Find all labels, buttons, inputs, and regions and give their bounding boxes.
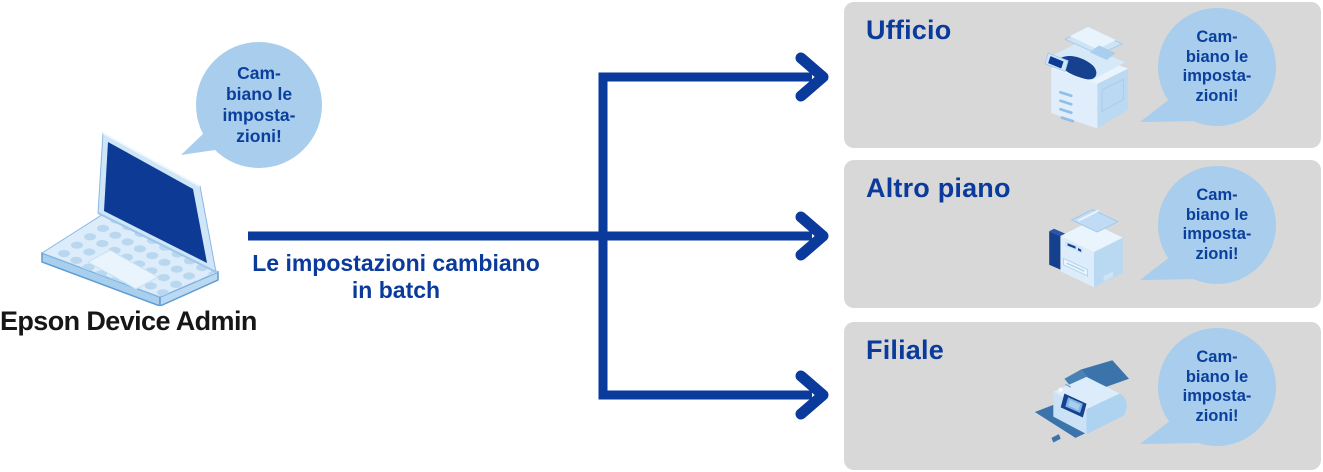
laptop-icon [40, 132, 220, 306]
office-copier-icon [1044, 26, 1129, 129]
speech-bubble: Cam- biano le imposta- zioni! [1158, 166, 1276, 284]
bubble-line: imposta- [222, 105, 296, 125]
bubble-line: zioni! [1195, 244, 1239, 263]
bubble-line: biano le [225, 84, 293, 104]
destination-label: Altro piano [866, 173, 1011, 203]
destination-panel-ufficio: Ufficio Cam- biano le imposta- zio [844, 2, 1321, 148]
speech-bubble: Cam- biano le imposta- zioni! [1158, 328, 1276, 446]
document-scanner-icon [1034, 360, 1129, 443]
flow-caption-line: in batch [351, 277, 441, 303]
destination-panel-altro-piano: Altro piano Cam- biano le imposta- zioni… [844, 160, 1321, 308]
speech-bubble: Cam- biano le imposta- zioni! [196, 42, 322, 168]
bubble-line: Cam- [1196, 348, 1238, 366]
destination-label: Filiale [866, 335, 944, 365]
bubble-line: Cam- [1196, 28, 1238, 46]
bubble-line: biano le [1185, 47, 1249, 66]
destination-label: Ufficio [866, 15, 952, 45]
bubble-line: biano le [1185, 205, 1249, 224]
bubble-line: zioni! [1195, 406, 1239, 425]
bubble-line: biano le [1185, 367, 1249, 386]
bubble-line: imposta- [1182, 387, 1252, 405]
destination-panel-filiale: Filiale Cam- biano le imposta- zioni! [844, 322, 1321, 470]
speech-bubble: Cam- biano le imposta- zioni! [1158, 8, 1276, 126]
flow-caption-line: Le impostazioni cambiano [252, 250, 540, 276]
source-app-label: Epson Device Admin [0, 306, 257, 336]
bubble-line: Cam- [237, 63, 281, 83]
bubble-line: zioni! [1195, 86, 1239, 105]
bubble-line: imposta- [1182, 225, 1252, 243]
desktop-printer-icon [1049, 209, 1123, 288]
flow-caption: Le impostazioni cambiano in batch [245, 250, 547, 304]
bubble-line: Cam- [1196, 186, 1238, 204]
bubble-line: imposta- [1182, 67, 1252, 85]
bubble-line: zioni! [236, 126, 282, 146]
